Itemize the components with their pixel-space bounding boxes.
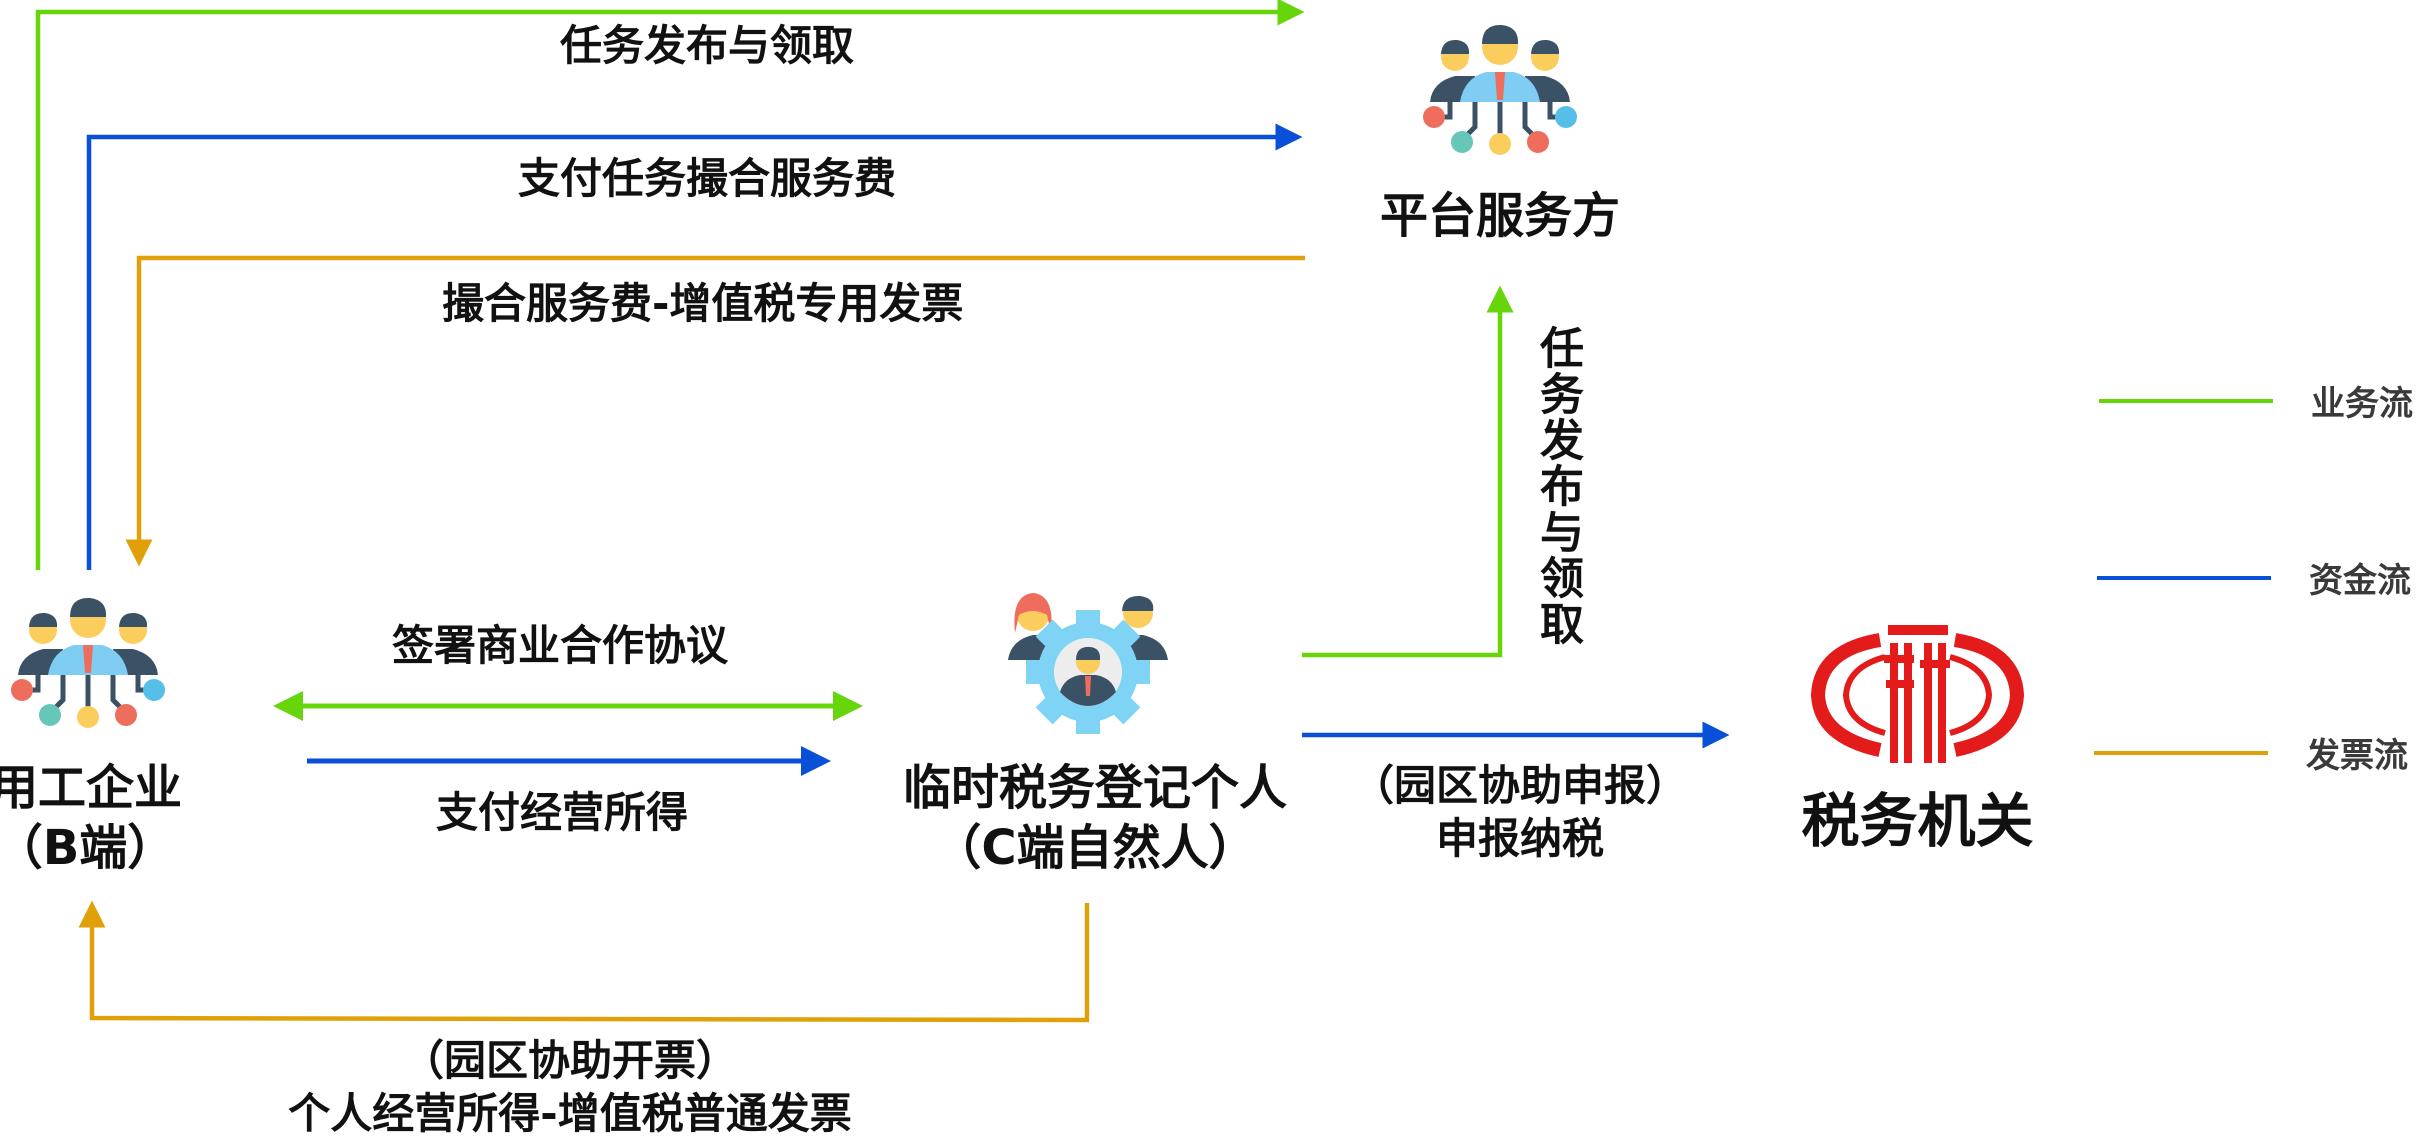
group-network-icon [11,597,165,728]
label-pay-business-income: 支付经营所得 [436,788,689,837]
people-gear-icon [1008,593,1168,734]
node-enterprise-line1: 用工企业 [0,760,183,816]
label-sign-agreement: 签署商业合作协议 [392,621,729,670]
flow-matching-fee-invoice [125,255,1305,567]
flow-task-publish-top [35,0,1305,570]
node-enterprise: 用工企业 （B端） [0,758,183,878]
group-network-icon [1423,24,1577,155]
node-individual-line2: （C端自然人） [933,820,1257,876]
flow-task-publish-vertical [1302,285,1514,658]
label-matching-fee-invoice: 撮合服务费-增值税专用发票 [442,279,964,328]
legend-swatch-business [2099,398,2273,403]
node-individual-line1: 临时税务登记个人 [902,760,1287,816]
legend-swatch-fund [2097,575,2271,580]
node-tax-authority: 税务机关 [1801,787,2034,855]
label-park-assist-invoice-line1: （园区协助开票） [401,1036,738,1085]
label-park-assist-invoice: （园区协助开票） 个人经营所得-增值税普通发票 [230,1035,910,1140]
legend-label-invoice: 发票流 [2306,736,2408,776]
label-pay-matching-fee: 支付任务撮合服务费 [518,154,897,203]
flow-pay-matching-fee [86,123,1303,570]
label-declare-tax: （园区协助申报） 申报纳税 [1340,760,1700,865]
label-declare-tax-line1: （园区协助申报） [1351,761,1688,810]
label-task-publish-top: 任务发布与领取 [560,21,855,70]
legend-item-fund: 资金流 [2097,553,2411,602]
label-task-publish-vertical: 任务发布与领取 [1532,325,1583,647]
node-enterprise-line2: （B端） [0,820,176,876]
legend-label-fund: 资金流 [2309,561,2411,601]
node-individual: 临时税务登记个人 （C端自然人） [895,758,1295,878]
node-platform: 平台服务方 [1380,188,1621,244]
tax-emblem-icon [1810,625,2025,763]
legend-label-business: 业务流 [2311,384,2413,424]
flow-park-assist-invoice [78,900,1090,1023]
label-declare-tax-line2: 申报纳税 [1435,813,1604,863]
legend-swatch-invoice [2094,750,2268,755]
legend-item-invoice: 发票流 [2094,728,2408,777]
legend-item-business: 业务流 [2099,376,2413,425]
label-park-assist-invoice-line2: 个人经营所得-增值税普通发票 [288,1088,852,1138]
